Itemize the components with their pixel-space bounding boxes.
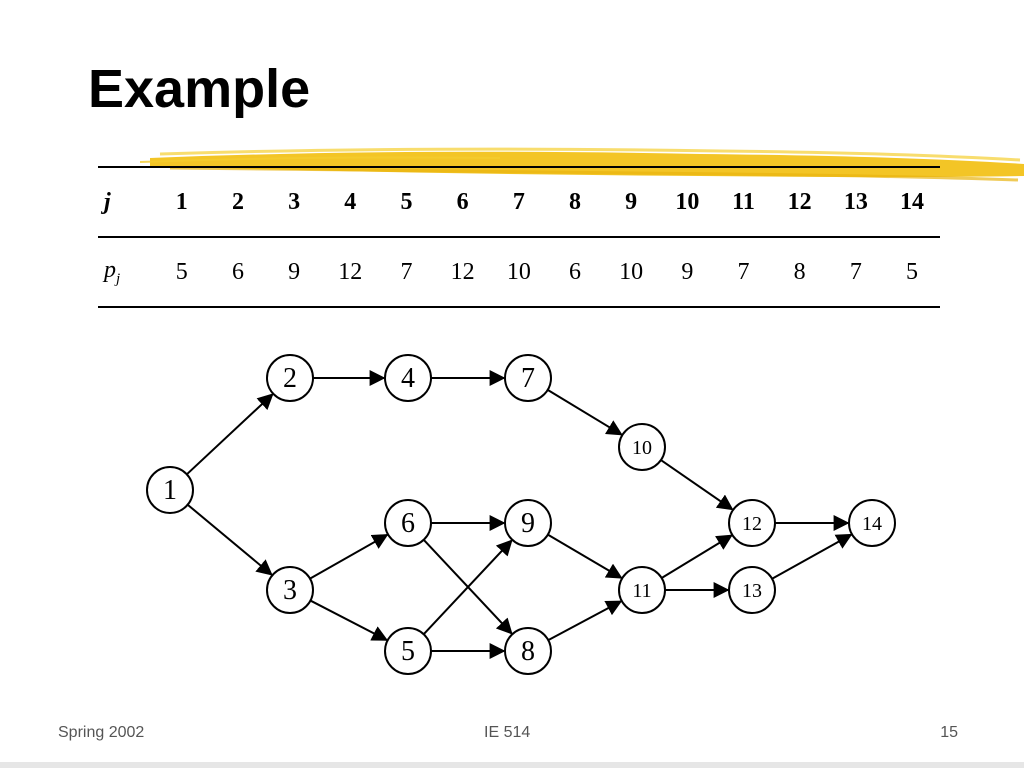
processing-time-row: pj 5 6 9 12 7 12 10 6 10 9 7 8 7 5 (98, 238, 940, 306)
job-index-cell: 3 (288, 188, 301, 215)
node-12: 12 (728, 499, 776, 547)
node-1: 1 (146, 466, 194, 514)
edge-9-11 (547, 533, 623, 579)
node-label: 6 (401, 508, 415, 539)
node-circle (384, 627, 432, 675)
node-label: 3 (283, 575, 297, 606)
processing-time-cell: 12 (338, 258, 363, 285)
processing-time-cell: 10 (619, 258, 644, 285)
processing-time-cell: 9 (288, 258, 301, 285)
node-4: 4 (384, 354, 432, 402)
node-9: 9 (504, 499, 552, 547)
processing-time-cell: 10 (506, 258, 531, 285)
node-label: 13 (742, 580, 762, 602)
processing-time-label: pj (104, 256, 121, 287)
node-label: 4 (401, 363, 415, 394)
node-label: 2 (283, 363, 297, 394)
job-index-cell: 9 (625, 188, 638, 215)
highlighter-stroke (139, 147, 1024, 182)
job-index-cell: 4 (344, 188, 357, 215)
node-label: 10 (632, 437, 652, 459)
job-index-cell: 8 (568, 188, 581, 215)
node-circle (618, 566, 666, 614)
node-circle (504, 354, 552, 402)
footer-page-number: 15 (940, 724, 958, 741)
node-label: 14 (862, 513, 882, 535)
slide-title: Example (88, 59, 311, 119)
table-middle-rule (98, 236, 940, 238)
node-label: 11 (632, 580, 651, 602)
edge-1-2 (186, 393, 274, 476)
node-label: 8 (521, 636, 535, 667)
edge-13-14 (771, 533, 853, 580)
processing-time-cell: 9 (681, 258, 694, 285)
node-circle (266, 354, 314, 402)
node-6: 6 (384, 499, 432, 547)
node-14: 14 (848, 499, 896, 547)
processing-time-cell: 8 (793, 258, 806, 285)
node-circle (266, 566, 314, 614)
edge-8-11 (547, 600, 623, 642)
edge-3-5 (309, 599, 389, 641)
node-circle (384, 499, 432, 547)
edge-1-3 (187, 503, 273, 576)
edge-5-9 (423, 539, 513, 635)
footer-date: Spring 2002 (58, 724, 145, 741)
table-bottom-rule (98, 306, 940, 308)
node-8: 8 (504, 627, 552, 675)
processing-time-cell: 7 (400, 258, 413, 285)
edge-3-6 (309, 533, 389, 580)
node-circle (504, 499, 552, 547)
job-index-cell: 12 (787, 188, 812, 215)
job-index-cell: 10 (675, 188, 700, 215)
node-label: 1 (163, 475, 177, 506)
node-circle (728, 566, 776, 614)
table-top-rule (98, 166, 940, 168)
processing-time-cell: 12 (450, 258, 475, 285)
job-index-label: j (104, 188, 111, 215)
node-3: 3 (266, 566, 314, 614)
node-5: 5 (384, 627, 432, 675)
job-index-cell: 13 (843, 188, 868, 215)
node-circle (728, 499, 776, 547)
node-7: 7 (504, 354, 552, 402)
job-index-cell: 5 (400, 188, 413, 215)
node-label: 7 (521, 363, 535, 394)
node-circle (384, 354, 432, 402)
node-13: 13 (728, 566, 776, 614)
node-label: 9 (521, 508, 535, 539)
edge-10-12 (660, 459, 734, 511)
job-index-cell: 11 (732, 188, 755, 215)
edge-7-10 (547, 389, 623, 436)
processing-time-cell: 6 (568, 258, 581, 285)
node-label: 5 (401, 636, 415, 667)
bottom-bar (0, 762, 1024, 768)
job-index-cell: 7 (512, 188, 525, 215)
footer-course: IE 514 (484, 724, 531, 741)
node-circle (618, 423, 666, 471)
job-index-cell: 2 (231, 188, 244, 215)
processing-time-cell: 5 (175, 258, 188, 285)
node-label: 12 (742, 513, 762, 535)
job-index-cell: 1 (175, 188, 188, 215)
processing-time-cell: 5 (906, 258, 919, 285)
job-index-cell: 14 (900, 188, 925, 215)
job-index-cell: 6 (456, 188, 469, 215)
processing-time-cell: 7 (737, 258, 750, 285)
processing-time-cell: 6 (231, 258, 244, 285)
edge-11-12 (661, 534, 733, 579)
node-circle (848, 499, 896, 547)
node-11: 11 (618, 566, 666, 614)
node-10: 10 (618, 423, 666, 471)
node-circle (146, 466, 194, 514)
node-2: 2 (266, 354, 314, 402)
node-circle (504, 627, 552, 675)
processing-time-cell: 7 (849, 258, 862, 285)
